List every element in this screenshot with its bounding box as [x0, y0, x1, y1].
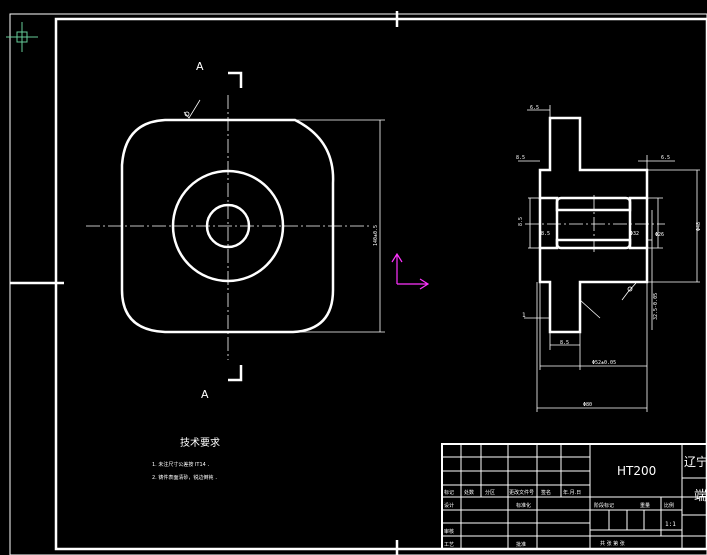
dim-sec-right-top: 6.5: [661, 155, 670, 161]
row-label-mark: 标记: [444, 489, 454, 496]
approve-label: 批准: [516, 541, 526, 548]
ucs-axis-icon: [391, 252, 430, 290]
craft-label: 工艺: [444, 542, 454, 548]
section-label-bottom: A: [201, 388, 209, 401]
sheet-label: 共 张 第 张: [600, 540, 625, 547]
dim-sec-bottom-a: 8.5: [560, 340, 569, 346]
section-upper-half: [538, 116, 649, 212]
front-height-text: 140±0.5: [373, 225, 379, 246]
section-dimensions: [518, 105, 700, 412]
tech-req-line-2: 2. 铸件表面清砂，锐边倒钝 ．: [152, 474, 220, 481]
dim-sec-right-small: Φ32: [630, 231, 639, 237]
section-mark-top: [228, 71, 243, 88]
dim-sec-bottom-b: Φ52±0.05: [592, 360, 616, 366]
technical-requirements: 技术要求 1. 未注尺寸公差按 IT14 ． 2. 铸件表面清砂，锐边倒钝 ．: [152, 436, 220, 481]
row-label-zone: 分区: [485, 489, 495, 496]
row-label-count: 处数: [464, 489, 474, 496]
check-label: 审核: [444, 528, 454, 535]
section-view[interactable]: 6.5 8.5 6.5 Φ48 Φ26 8.5 Φ32 32.5-0.05 8.…: [516, 105, 702, 412]
std-label: 标准化: [516, 502, 531, 509]
dim-sec-top-left: 6.5: [530, 105, 539, 111]
scale-label: 1:1: [665, 521, 676, 528]
section-bore: [555, 196, 632, 250]
stage-label: 阶段标记: [594, 502, 614, 509]
title-block[interactable]: HT200 辽宁 端 1:1 标记 处数 分区 更改文件号 签名 年.月.日 设…: [441, 443, 707, 550]
dim-sec-mid-left: 8.5: [516, 155, 525, 161]
section-label-top: A: [196, 60, 204, 73]
dim-sec-small-left: 8.5: [518, 217, 524, 226]
dim-sec-left-small: 8.5: [541, 231, 550, 237]
dim-sec-inner: Φ26: [655, 232, 664, 238]
crosshair-cursor-icon: [6, 22, 38, 52]
dim-sec-side-mark: 1: [522, 312, 526, 319]
ratio-label: 比例: [664, 502, 674, 509]
row-label-sign: 签名: [541, 489, 551, 496]
dim-sec-right-long: 32.5-0.05: [653, 293, 659, 320]
tech-req-line-1: 1. 未注尺寸公差按 IT14 ．: [152, 461, 212, 468]
material-label: HT200: [617, 464, 656, 478]
company-label: 辽宁: [684, 454, 707, 469]
row-label-change: 更改文件号: [509, 489, 534, 496]
drawing-frame: [9, 11, 707, 555]
front-height-dimension: [293, 119, 385, 333]
front-view[interactable]: A A 140±0.5: [86, 60, 385, 401]
dim-sec-overall: Φ80: [583, 402, 592, 408]
section-lower-half: [538, 238, 649, 334]
row-label-date: 年.月.日: [563, 489, 581, 496]
weight-label: 重量: [640, 502, 650, 509]
section-mark-bottom: [228, 365, 243, 382]
design-label: 设计: [444, 502, 454, 509]
tech-req-title: 技术要求: [180, 436, 220, 449]
part-name-label: 端: [694, 489, 707, 504]
roughness-symbol-icon: [183, 99, 201, 119]
dim-sec-bore: Φ48: [696, 222, 702, 231]
